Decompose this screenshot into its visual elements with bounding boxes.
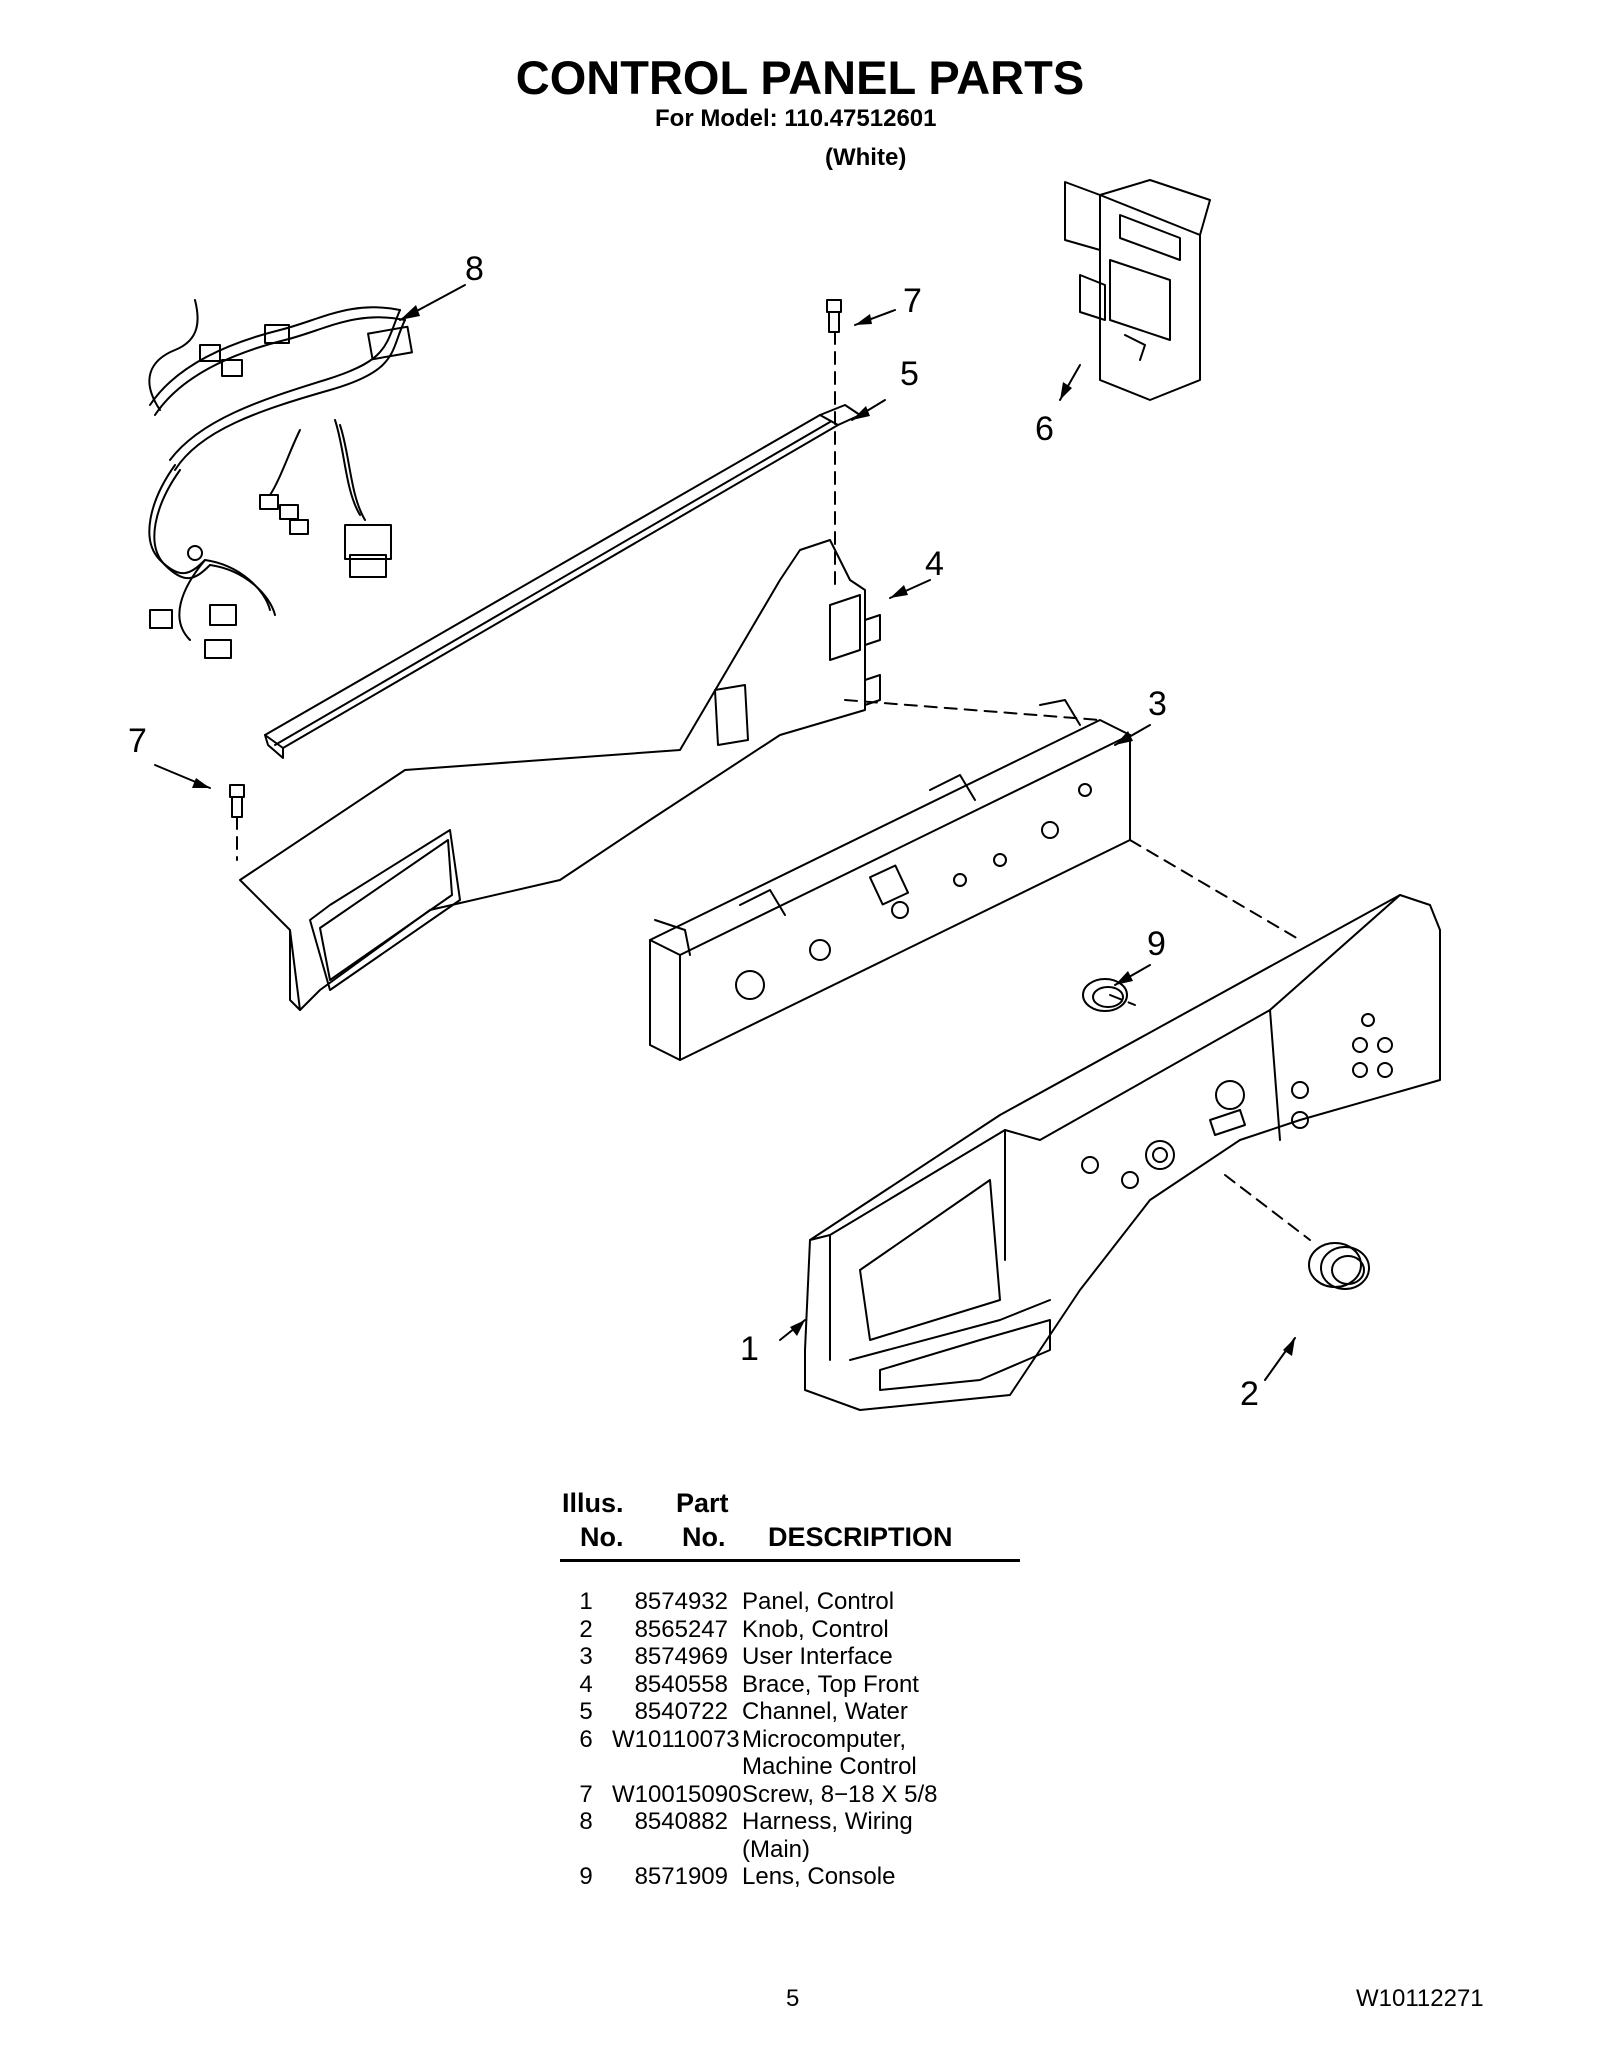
description: User Interface	[742, 1643, 893, 1670]
callout-6: 6	[1035, 410, 1054, 448]
header-illus-line2: No.	[580, 1522, 624, 1552]
top-front-brace-drawing	[239, 539, 881, 1011]
part-no: W10015090	[612, 1780, 742, 1808]
callout-8: 8	[465, 250, 484, 288]
parts-table-header: Illus. No. Part No. DESCRIPTION	[560, 1488, 1020, 1558]
illus-no: 1	[579, 1588, 593, 1615]
callout-7-top: 7	[903, 282, 922, 320]
illus-no	[560, 1753, 612, 1781]
table-row: 2 8565247 Knob, Control	[560, 1616, 1020, 1644]
table-row: 9 8571909 Lens, Console	[560, 1863, 1020, 1891]
description: Knob, Control	[742, 1615, 889, 1643]
part-no: 8540558	[634, 1670, 728, 1698]
description: Machine Control	[742, 1753, 917, 1780]
part-no: 8574969	[634, 1643, 728, 1670]
illus-no: 4	[579, 1670, 593, 1698]
table-row: 1 8574932 Panel, Control	[560, 1588, 1020, 1616]
control-panel-drawing	[804, 894, 1441, 1411]
table-row: 8 8540882 Harness, Wiring	[560, 1808, 1020, 1836]
illus-no: 2	[579, 1615, 593, 1643]
description: (Main)	[742, 1835, 811, 1863]
control-knob-drawing	[1308, 1242, 1370, 1290]
callout-7-left: 7	[128, 722, 147, 760]
table-row: 5 8540722 Channel, Water	[560, 1698, 1020, 1726]
part-no: W10110073	[612, 1725, 740, 1753]
header-rule	[560, 1559, 1020, 1562]
model-line: For Model: 110.47512601	[655, 105, 937, 132]
part-no: 8540882	[634, 1808, 728, 1835]
parts-table-body: 1 8574932 Panel, Control 2 8565247 Knob,…	[560, 1588, 1020, 1891]
leader-arrows	[154, 284, 1296, 1381]
water-channel-drawing	[264, 404, 861, 759]
description: Microcomputer,	[742, 1725, 907, 1753]
illus-no	[560, 1836, 612, 1864]
illus-no: 7	[579, 1780, 593, 1808]
illus-no: 3	[579, 1643, 593, 1670]
callout-4: 4	[925, 545, 944, 583]
header-part-line1: Part	[676, 1488, 729, 1518]
callout-3: 3	[1148, 685, 1167, 723]
illus-no: 9	[579, 1863, 593, 1890]
parts-table: Illus. No. Part No. DESCRIPTION 1 857493…	[560, 1488, 1020, 1890]
table-row: (Main)	[560, 1836, 1020, 1864]
table-row: 4 8540558 Brace, Top Front	[560, 1671, 1020, 1699]
header-illus-line1: Illus.	[562, 1488, 624, 1518]
page-number: 5	[786, 1985, 800, 2012]
color-line: (White)	[825, 144, 907, 171]
wiring-harness-drawing	[148, 299, 413, 659]
callout-2: 2	[1240, 1375, 1259, 1413]
table-row: 6 W10110073 Microcomputer,	[560, 1726, 1020, 1754]
part-no: 8574932	[634, 1588, 728, 1615]
description: Harness, Wiring	[742, 1808, 913, 1835]
table-row: 3 8574969 User Interface	[560, 1643, 1020, 1671]
microcomputer-drawing	[1064, 179, 1211, 401]
illus-no: 8	[579, 1808, 593, 1835]
table-row: Machine Control	[560, 1753, 1020, 1781]
header-description: DESCRIPTION	[768, 1522, 953, 1552]
callout-5: 5	[900, 355, 919, 393]
description: Channel, Water	[742, 1698, 908, 1725]
console-lens-drawing	[1082, 978, 1128, 1012]
screw-drawings	[229, 299, 842, 818]
part-no: 8540722	[634, 1698, 728, 1725]
description: Brace, Top Front	[742, 1670, 919, 1698]
exploded-parts-diagram: 8 7 5 6 4 3 7 9 1 2	[128, 179, 1441, 1413]
user-interface-drawing	[649, 699, 1131, 1061]
illus-no: 6	[579, 1725, 593, 1753]
part-no	[612, 1753, 728, 1781]
document-number: W10112271	[1356, 1985, 1484, 2012]
illus-no: 5	[579, 1698, 593, 1725]
arrow-heads	[192, 305, 1295, 1356]
table-row: 7 W10015090 Screw, 8−18 X 5/8	[560, 1781, 1020, 1809]
part-no: 8571909	[634, 1863, 728, 1890]
description: Panel, Control	[742, 1588, 895, 1615]
description: Screw, 8−18 X 5/8	[742, 1780, 938, 1808]
page-title: CONTROL PANEL PARTS	[515, 51, 1085, 104]
callout-1: 1	[740, 1330, 759, 1368]
description: Lens, Console	[742, 1863, 896, 1890]
part-no	[612, 1836, 728, 1864]
header-part-line2: No.	[682, 1522, 726, 1552]
part-no: 8565247	[634, 1615, 728, 1643]
callout-9: 9	[1147, 925, 1166, 963]
alignment-lines	[236, 331, 1311, 1241]
